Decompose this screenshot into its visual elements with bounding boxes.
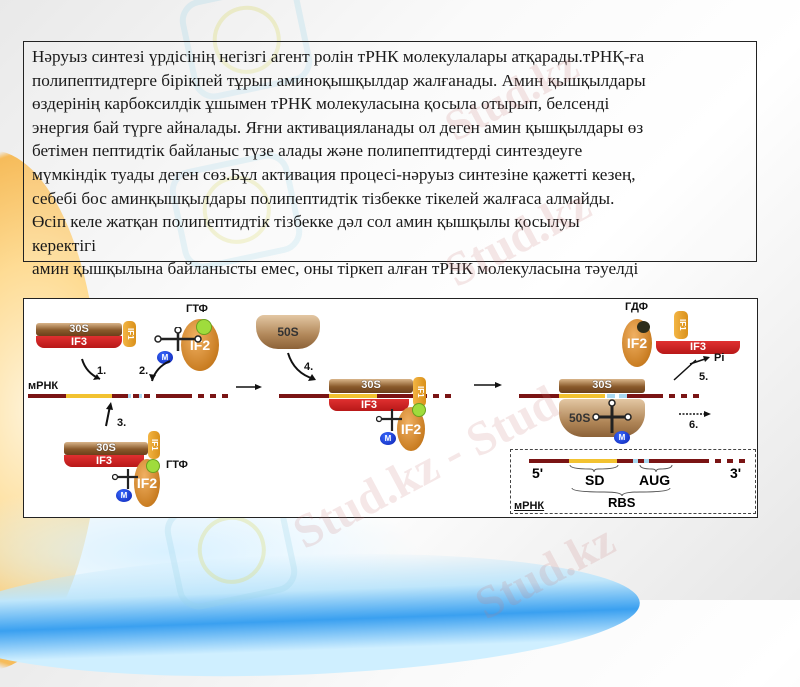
aug-codon-marker [633, 459, 638, 463]
three-prime-label: 3' [730, 465, 742, 481]
subunit-30s: 30S [64, 442, 148, 455]
gtp-label: ГТФ [186, 303, 208, 315]
mrna-strand [727, 459, 733, 463]
gtp-label: ГТФ [166, 459, 188, 471]
gdp-label: ГДФ [625, 301, 649, 313]
aug-label: AUG [639, 472, 671, 488]
met-trna-icon: M [380, 432, 396, 445]
mrna-strand [519, 394, 559, 398]
step-2-label: 2. [139, 365, 149, 377]
aug-codon-marker [644, 459, 649, 463]
sd-label: SD [585, 472, 605, 488]
paragraph-line: себебі бос аминқышқылдары полипептидтік … [32, 188, 615, 208]
factor-if1: IF1 [148, 431, 160, 459]
subunit-50s: 50S [256, 315, 320, 349]
step-4-label: 4. [304, 361, 314, 373]
aug-codon-marker [139, 394, 142, 398]
mrna-strand [638, 459, 644, 463]
mrna-strand [715, 459, 721, 463]
mrna-strand [144, 394, 150, 398]
paragraph-line: керектігі [32, 235, 97, 255]
mrna-legend-box [510, 449, 756, 514]
paragraph-line: полипептидтерге бірікпей тұрып аминоқышқ… [32, 70, 646, 90]
step-arrow-6 [679, 411, 711, 417]
legend-brackets [569, 464, 673, 497]
gdp-molecule-icon [637, 321, 650, 333]
mrna-strand [529, 459, 569, 463]
mrna-strand [617, 459, 633, 463]
process-arrow [236, 384, 262, 390]
step-6-label: 6. [689, 419, 699, 431]
shine-dalgarno-segment [569, 459, 617, 463]
mrna-strand [112, 394, 128, 398]
mrna-strand [210, 394, 216, 398]
mrna-strand [156, 394, 192, 398]
trna-cross-icon [112, 469, 138, 489]
factor-if1: IF1 [674, 311, 688, 339]
met-trna-icon: M [614, 431, 630, 444]
mrna-strand [739, 459, 745, 463]
legend-mrna-label: мРНК [514, 500, 545, 512]
paragraph-line: Өсіп келе жатқан полипептидтік тізбекке … [32, 212, 580, 232]
shine-dalgarno-segment [66, 394, 112, 398]
paragraph-line: мүмкіндік туады деген сөз.Бұл активация … [32, 164, 636, 184]
factor-if3: IF3 [64, 455, 144, 467]
factor-if1: IF1 [123, 321, 136, 347]
paragraph-line: Нәруыз синтезі үрдісінің негізгі агент р… [32, 47, 645, 66]
aug-codon-marker [128, 394, 131, 398]
aug-codon-marker [607, 394, 615, 398]
paragraph-line: бетімен пептидтік байланыс түзе алады жә… [32, 141, 583, 161]
paragraph-line: энергия бай түрге айналады. Яғни активац… [32, 117, 644, 137]
step-arrow-3 [105, 402, 113, 427]
trna-cross-icon [592, 399, 632, 433]
paragraph-line: өздерінің карбоксилдік ұшымен тРНК молек… [32, 94, 610, 114]
mrna-strand [433, 394, 439, 398]
mrna-strand [693, 394, 699, 398]
shine-dalgarno-segment [329, 394, 377, 398]
mrna-strand [28, 394, 66, 398]
mrna-strand [279, 394, 329, 398]
paragraph-box [23, 41, 757, 262]
step-3-label: 3. [117, 417, 127, 429]
shine-dalgarno-segment [559, 394, 605, 398]
paragraph-overflow-line: амин қышқылына байланысты емес, оны тірк… [32, 259, 639, 279]
mrna-strand [655, 459, 709, 463]
process-arrow [474, 382, 502, 388]
step-1-label: 1. [97, 365, 107, 377]
subunit-30s: 30S [559, 379, 645, 393]
step-5-label: 5. [699, 371, 709, 383]
factor-if2: IF2 [397, 407, 425, 451]
mrna-strand [133, 394, 139, 398]
factor-if3: IF3 [656, 341, 740, 354]
paragraph-text: Нәруыз синтезі үрдісінің негізгі агент р… [32, 45, 762, 281]
aug-codon-marker [619, 394, 627, 398]
mrna-strand [377, 394, 413, 398]
mrna-strand [627, 394, 663, 398]
trna-cross-icon [154, 327, 202, 351]
step-arrow-5 [673, 356, 710, 381]
mrna-strand [681, 394, 687, 398]
rbs-label: RBS [608, 495, 636, 510]
translation-initiation-diagram: 30S IF3 IF1 ГТФ IF2 M 1. 2. мРНК 3. 30S … [23, 298, 758, 518]
mrna-strand [222, 394, 228, 398]
subunit-30s: 30S [36, 323, 122, 336]
trna-cross-icon [376, 409, 402, 431]
factor-if3: IF3 [36, 336, 122, 348]
gtp-molecule-icon [412, 403, 426, 417]
factor-if3: IF3 [329, 399, 409, 411]
factor-if1: IF1 [413, 377, 426, 407]
mrna-strand [445, 394, 451, 398]
mrna-label: мРНК [28, 380, 59, 392]
mrna-strand [669, 394, 675, 398]
mrna-strand [198, 394, 204, 398]
met-trna-icon: M [116, 489, 132, 502]
pi-label: Pi [714, 352, 725, 364]
five-prime-label: 5' [532, 465, 544, 481]
subunit-30s: 30S [329, 379, 413, 393]
gtp-molecule-icon [146, 459, 160, 473]
step-arrows-1-2 [81, 358, 171, 382]
mrna-strand [649, 459, 655, 463]
gtp-molecule-icon [196, 319, 212, 335]
step-arrow-4 [287, 352, 316, 381]
